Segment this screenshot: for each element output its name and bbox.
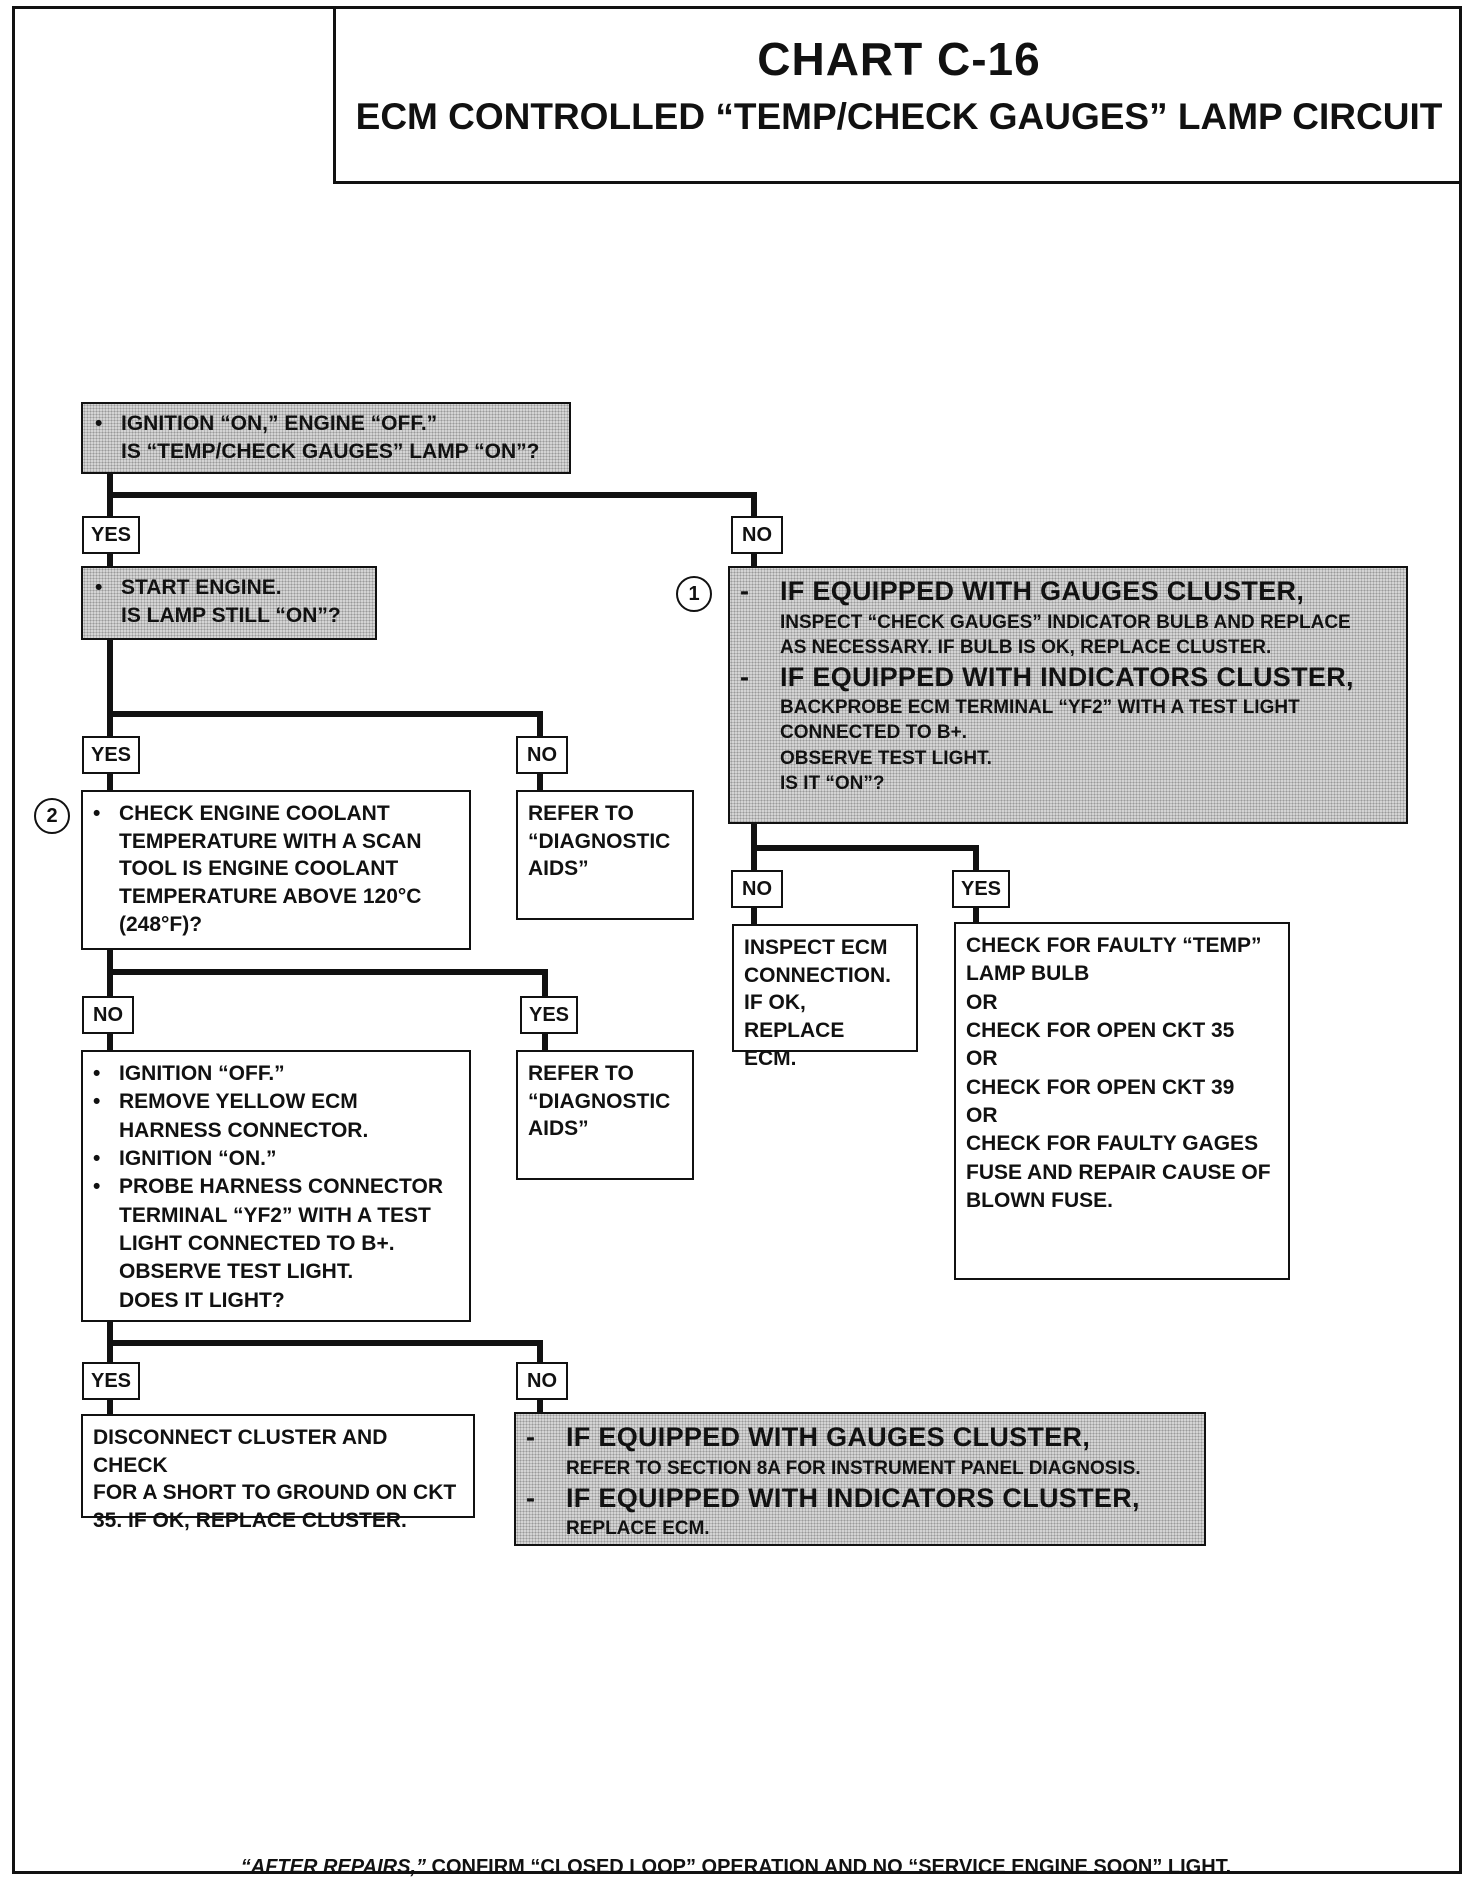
- step3-b2b: HARNESS CONNECTOR.: [119, 1118, 369, 1142]
- check-line3: OR: [966, 990, 998, 1014]
- step1-b-line1: BACKPROBE ECM TERMINAL “YF2” WITH A TEST…: [780, 697, 1300, 719]
- q1-yes-label: YES: [82, 516, 140, 554]
- remove-yellow-connector-box: • IGNITION “OFF.” • REMOVE YELLOW ECM HARN…: [81, 1050, 471, 1322]
- coolant-temp-check-box: • CHECK ENGINE COOLANT TEMPERATURE WITH A…: [81, 790, 471, 950]
- chart-subtitle: ECM CONTROLLED “TEMP/CHECK GAUGES” LAMP …: [355, 96, 1443, 137]
- check-line4: CHECK FOR OPEN CKT 35: [966, 1019, 1235, 1043]
- step3-b2a: REMOVE YELLOW ECM: [119, 1090, 358, 1114]
- dash: -: [740, 661, 750, 692]
- final-a-head: IF EQUIPPED WITH GAUGES CLUSTER,: [566, 1422, 1091, 1452]
- dash: -: [526, 1422, 536, 1452]
- chart-title: CHART C-16: [757, 33, 1041, 85]
- check-line6: CHECK FOR OPEN CKT 39: [966, 1075, 1235, 1099]
- step2-no-label: NO: [82, 996, 134, 1034]
- step1-b-head: IF EQUIPPED WITH INDICATORS CLUSTER,: [780, 661, 1354, 692]
- step1-a-line1: INSPECT “CHECK GAUGES” INDICATOR BULB AN…: [780, 611, 1351, 633]
- check-line5: OR: [966, 1047, 998, 1071]
- step1-yes-label: YES: [952, 870, 1010, 908]
- check-line1: CHECK FOR FAULTY “TEMP”: [966, 934, 1262, 957]
- equipped-cluster-check-box: -IF EQUIPPED WITH GAUGES CLUSTER, INSPEC…: [728, 566, 1408, 824]
- step3-yes-label: YES: [82, 1362, 140, 1400]
- refer2-line1: REFER TO: [528, 1062, 634, 1085]
- step2-line2: TEMPERATURE WITH A SCAN: [119, 829, 422, 853]
- step3-b4b: TERMINAL “YF2” WITH A TEST: [119, 1203, 431, 1227]
- check-faulty-lamp-box: CHECK FOR FAULTY “TEMP” LAMP BULB OR CHE…: [954, 922, 1290, 1280]
- final-b-head: IF EQUIPPED WITH INDICATORS CLUSTER,: [566, 1482, 1140, 1513]
- q2-line2: IS LAMP STILL “ON”?: [121, 603, 341, 627]
- dash: -: [526, 1482, 536, 1513]
- bullet: •: [93, 1090, 101, 1114]
- inspect-line1: INSPECT ECM: [744, 936, 888, 959]
- inspect-line4: ECM.: [744, 1046, 797, 1070]
- step2-yes-label: YES: [520, 996, 578, 1034]
- step3-b4e: DOES IT LIGHT?: [119, 1288, 285, 1312]
- bullet: •: [93, 1175, 101, 1199]
- q2-yes-label: YES: [82, 736, 140, 774]
- bullet: •: [95, 576, 103, 599]
- disconnect-line2: FOR A SHORT TO GROUND ON CKT: [93, 1481, 457, 1505]
- q1-line1: IGNITION “ON,” ENGINE “OFF.”: [121, 412, 438, 435]
- step-2-marker: 2: [34, 798, 70, 834]
- q2-line1: START ENGINE.: [121, 576, 282, 599]
- step1-b-line3: OBSERVE TEST LIGHT.: [780, 747, 992, 769]
- check-line10: BLOWN FUSE.: [966, 1189, 1113, 1213]
- refer-line3: AIDS”: [528, 857, 589, 881]
- inspect-line2: CONNECTION.: [744, 963, 891, 987]
- check-line7: OR: [966, 1104, 998, 1128]
- step3-b1: IGNITION “OFF.”: [119, 1062, 285, 1085]
- step1-b-line4: IS IT “ON”?: [780, 772, 885, 794]
- step3-b4d: OBSERVE TEST LIGHT.: [119, 1260, 354, 1284]
- start-engine-question-box: • START ENGINE. IS LAMP STILL “ON”?: [81, 566, 377, 640]
- refer-diagnostic-aids-box-2: REFER TO “DIAGNOSTIC AIDS”: [516, 1050, 694, 1180]
- footer-rest: CONFIRM “CLOSED LOOP” OPERATION AND NO “…: [425, 1856, 1232, 1878]
- step3-no-label: NO: [516, 1362, 568, 1400]
- q1-line2: IS “TEMP/CHECK GAUGES” LAMP “ON”?: [121, 439, 540, 463]
- disconnect-cluster-box: DISCONNECT CLUSTER AND CHECK FOR A SHORT…: [81, 1414, 475, 1532]
- refer2-line2: “DIAGNOSTIC: [528, 1089, 671, 1113]
- disconnect-line1: DISCONNECT CLUSTER AND CHECK: [93, 1426, 388, 1477]
- inspect-line3: IF OK, REPLACE: [744, 991, 845, 1043]
- step2-line3: TOOL IS ENGINE COOLANT: [119, 857, 399, 881]
- bullet: •: [93, 1062, 101, 1085]
- q1-no-label: NO: [731, 516, 783, 554]
- check-line9: FUSE AND REPAIR CAUSE OF: [966, 1160, 1271, 1184]
- step2-line4: TEMPERATURE ABOVE 120°C: [119, 885, 422, 909]
- step3-b4c: LIGHT CONNECTED TO B+.: [119, 1232, 395, 1256]
- footer-note: “AFTER REPAIRS,” CONFIRM “CLOSED LOOP” O…: [0, 1856, 1472, 1879]
- step-1-marker: 1: [676, 576, 712, 612]
- bullet: •: [95, 412, 103, 435]
- refer2-line3: AIDS”: [528, 1117, 589, 1141]
- title-box: CHART C-16 ECM CONTROLLED “TEMP/CHECK GA…: [333, 6, 1462, 184]
- refer-diagnostic-aids-box: REFER TO “DIAGNOSTIC AIDS”: [516, 790, 694, 920]
- bullet: •: [93, 802, 101, 825]
- refer-line1: REFER TO: [528, 802, 634, 825]
- page-frame: [12, 6, 1462, 1874]
- step1-b-line2: CONNECTED TO B+.: [780, 722, 968, 744]
- step2-line1: CHECK ENGINE COOLANT: [119, 802, 390, 825]
- final-b-line1: REPLACE ECM.: [566, 1518, 710, 1540]
- inspect-ecm-connection-box: INSPECT ECM CONNECTION. IF OK, REPLACE E…: [732, 924, 918, 1070]
- check-line2: LAMP BULB: [966, 962, 1090, 986]
- step1-no-label: NO: [731, 870, 783, 908]
- step1-a-line2: AS NECESSARY. IF BULB IS OK, REPLACE CLU…: [780, 636, 1272, 658]
- step3-b4a: PROBE HARNESS CONNECTOR: [119, 1175, 443, 1199]
- replace-ecm-options-box: -IF EQUIPPED WITH GAUGES CLUSTER, REFER …: [514, 1412, 1206, 1546]
- ignition-on-question-box: • IGNITION “ON,” ENGINE “OFF.” IS “TEMP/C…: [81, 402, 571, 474]
- dash: -: [740, 576, 750, 606]
- disconnect-line3: 35. IF OK, REPLACE CLUSTER.: [93, 1509, 407, 1533]
- q2-no-label: NO: [516, 736, 568, 774]
- check-line8: CHECK FOR FAULTY GAGES: [966, 1132, 1259, 1156]
- bullet: •: [93, 1147, 101, 1171]
- final-a-line1: REFER TO SECTION 8A FOR INSTRUMENT PANEL…: [566, 1457, 1141, 1479]
- step3-b3: IGNITION “ON.”: [119, 1147, 277, 1171]
- step2-line5: (248°F)?: [119, 912, 203, 936]
- footer-italic: “AFTER REPAIRS,”: [240, 1856, 426, 1878]
- refer-line2: “DIAGNOSTIC: [528, 829, 671, 853]
- step1-a-head: IF EQUIPPED WITH GAUGES CLUSTER,: [780, 576, 1305, 606]
